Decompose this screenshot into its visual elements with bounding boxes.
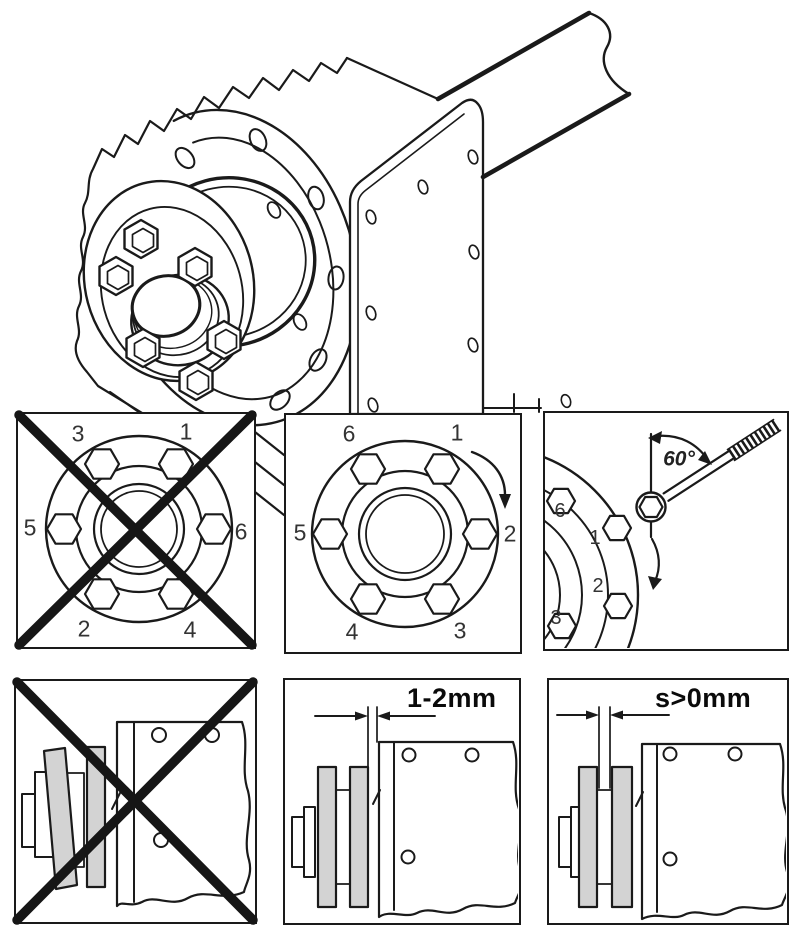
clamp-disc [577,765,599,909]
bolt-number: 3 [550,607,562,629]
panel-mounting-gap: 1-2mm [283,678,521,925]
shaft-hub [291,806,316,878]
bolt-number: 6 [554,500,566,522]
panel-correct-tightening-order: 6 1 5 2 4 3 [284,413,522,654]
clamp-disc-tilted [42,746,79,891]
bolt-number: 3 [71,420,85,447]
bolt-number: 1 [179,418,193,445]
flange-bolt-holes [174,128,345,411]
dimension-arrows-icon [556,706,670,789]
panel-tilted-disc-wrong [12,677,258,925]
gearbox-isometric-illustration [74,10,632,517]
shaft-hub [558,806,580,878]
clamp-disc [85,745,107,889]
shaft-break-symbol [587,11,631,96]
bolt-number: 4 [345,618,359,645]
clamp-disc [610,765,634,909]
shrink-disc-side-view [556,706,786,921]
gap-dimension-label: 1-2mm [407,683,497,713]
bolt-number: 5 [23,514,37,541]
bolt-hex-icons [311,453,499,615]
bolt-number: 6 [234,518,248,545]
bolt-number: 5 [293,519,307,546]
hub-spacer [335,789,351,885]
housing-screw-holes [365,149,480,413]
dimension-arrows-icon [314,706,436,767]
shrink-disc-side-view [21,720,252,908]
panel-disc-clearance: s>0mm [547,678,789,925]
bolt-number: 3 [453,617,467,644]
panel-tightening-angle: 60° 6 1 2 3 [543,411,789,651]
clearance-dimension-label: s>0mm [655,683,752,713]
bolt-number: 4 [183,616,197,643]
wrench-icon [635,418,782,523]
hatch-lines [253,430,286,517]
bolt-number: 2 [77,615,91,642]
bolt-number: 2 [592,575,604,597]
bolt-number: 2 [503,520,517,547]
angle-arc-icon [648,431,712,465]
housing-face [348,98,572,416]
bolt-number: 1 [450,419,464,446]
bolt-hex-icons [45,448,233,610]
rotation-arrow-icon [648,537,662,590]
panel-wrong-tightening-order: 3 1 5 6 2 4 [14,410,257,650]
clamp-disc [316,765,338,909]
bolt-number: 1 [589,527,601,549]
hub-spacer [596,789,613,885]
shrink-disc-side-view [291,706,518,919]
flange-front-view [310,439,511,629]
machine-wall [111,720,252,908]
flange-sector-view [545,418,782,648]
flange-front-view [44,434,234,624]
flange-sector [545,456,640,648]
input-shaft [435,10,632,180]
clamp-disc [348,765,370,909]
machine-wall [635,742,786,921]
shaft-bore [130,273,230,367]
bolt-number: 6 [342,420,356,447]
rotation-direction-arrow-icon [470,450,511,509]
machine-wall [372,740,518,919]
angle-label: 60° [663,447,695,471]
